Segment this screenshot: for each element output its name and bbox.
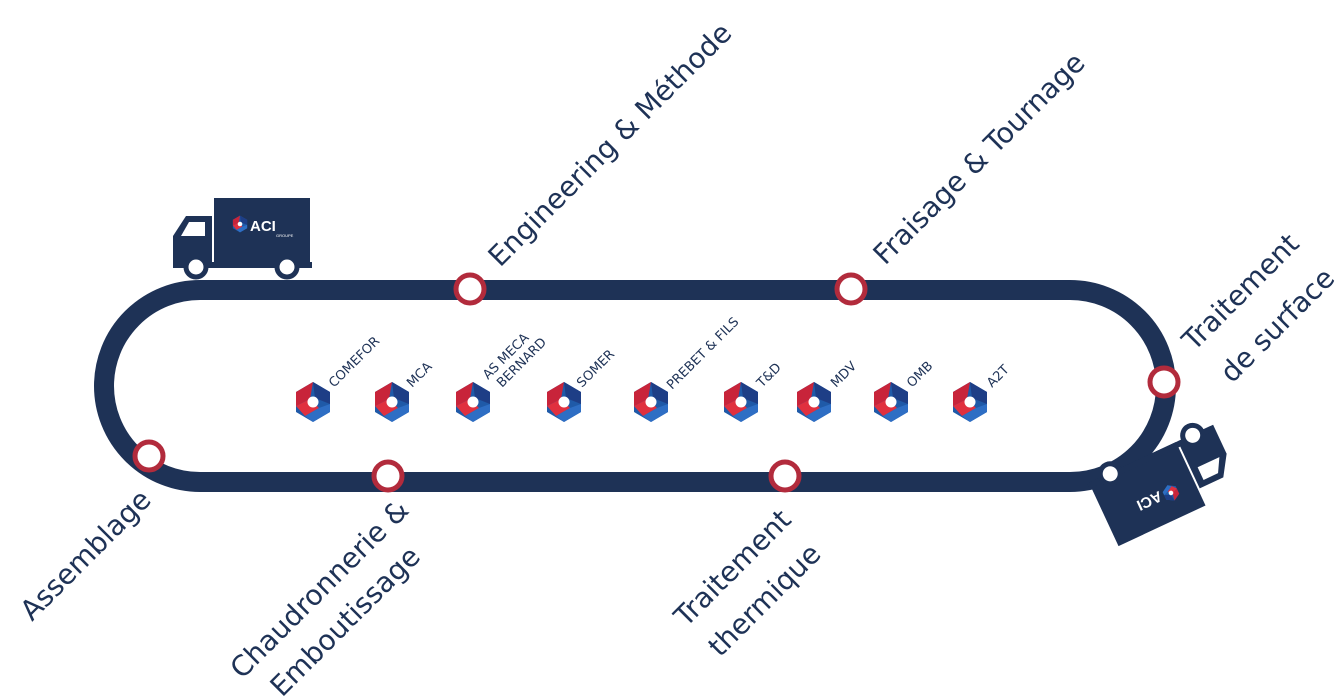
company-name: A2T xyxy=(984,362,1012,390)
company-a2t: A2T xyxy=(953,362,1013,422)
truck-top: ACI GROUPE xyxy=(173,198,312,280)
company-td: T&D xyxy=(724,360,785,422)
truck-top-logo-text: ACI xyxy=(250,218,276,235)
truck-bottom: ACI xyxy=(1087,422,1227,547)
company-name: MCA xyxy=(404,360,435,391)
company-somer: SOMER xyxy=(547,347,618,422)
company-name: COMEFOR xyxy=(326,334,383,391)
stage-marker-assemblage xyxy=(132,439,166,473)
company-name: SOMER xyxy=(574,347,618,391)
stage-markers xyxy=(132,272,1181,493)
company-mdv: MDV xyxy=(797,359,860,422)
stage-label-assemblage: Assemblage xyxy=(14,483,158,627)
company-logo-icon xyxy=(296,382,330,422)
company-name: OMB xyxy=(904,359,936,391)
company-comefor: COMEFOR xyxy=(296,334,383,422)
stage-label-fraisage: Fraisage & Tournage xyxy=(867,46,1092,271)
company-logo-icon xyxy=(456,382,490,422)
company-logo-icon xyxy=(953,382,987,422)
company-name: MDV xyxy=(828,359,860,391)
company-as-meca-bernard: AS MECA BERNARD xyxy=(456,331,550,422)
stage-marker-engineering xyxy=(453,272,487,306)
company-logo-icon xyxy=(797,382,831,422)
company-mca: MCA xyxy=(375,360,436,422)
company-list: COMEFOR MCA AS MECA BERNARD SOMER PREBET… xyxy=(296,315,1013,422)
stage-marker-thermique xyxy=(768,459,802,493)
company-logo-icon xyxy=(874,382,908,422)
company-name: PREBET & FILS xyxy=(664,315,742,393)
stage-marker-fraisage xyxy=(834,272,868,306)
company-name: T&D xyxy=(754,360,785,391)
company-logo-icon xyxy=(547,382,581,422)
stage-label-engineering: Engineering & Méthode xyxy=(482,16,739,273)
company-logo-icon xyxy=(724,382,758,422)
process-loop-track xyxy=(94,280,1176,492)
truck-top-logo-sub: GROUPE xyxy=(276,233,294,238)
stage-marker-chaudronnerie xyxy=(371,459,405,493)
stage-marker-surface xyxy=(1147,365,1181,399)
company-logo-icon xyxy=(634,382,668,422)
company-logo-icon xyxy=(375,382,409,422)
company-omb: OMB xyxy=(874,359,936,422)
